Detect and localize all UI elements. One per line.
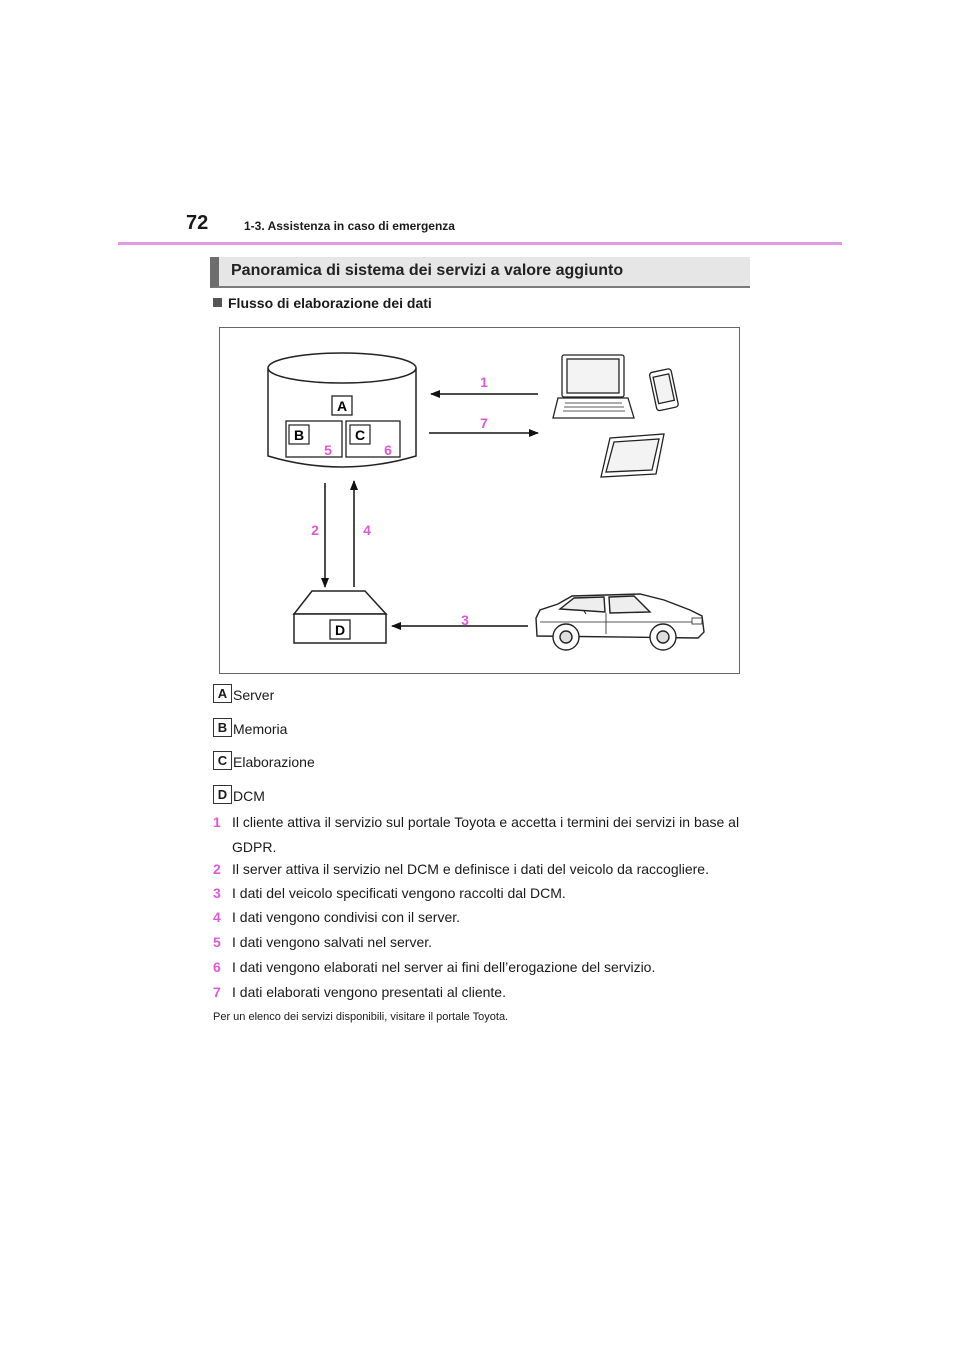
legend-text-b: Memoria: [233, 721, 288, 737]
step-3-label: 3: [461, 612, 469, 628]
subheading: Flusso di elaborazione dei dati: [213, 295, 432, 311]
step-text: Il server attiva il servizio nel DCM e d…: [232, 861, 709, 877]
step-6-label: 6: [384, 442, 392, 458]
data-flow-diagram: A B 5 C 6 1 7: [219, 327, 740, 674]
smartphone-icon: [649, 368, 679, 412]
legend-text-a: Server: [233, 687, 275, 703]
tablet-icon: [600, 433, 665, 478]
section-title: Panoramica di sistema dei servizi a valo…: [231, 262, 624, 279]
step-number: 2: [213, 861, 221, 877]
legend-letter-b: B: [213, 718, 232, 737]
page-number: 72: [186, 212, 209, 234]
footnote: Per un elenco dei servizi disponibili, v…: [213, 1011, 509, 1023]
legend-letter-c: C: [213, 751, 232, 770]
header-rule: [118, 242, 842, 245]
step-text: I dati elaborati vengono presentati al c…: [232, 984, 506, 1000]
section-reference: 1-3. Assistenza in caso di emergenza: [244, 219, 455, 233]
laptop-icon: [552, 354, 635, 419]
step-number: 7: [213, 984, 221, 1000]
box-c-label: C: [355, 427, 365, 443]
subheading-text: Flusso di elaborazione dei dati: [228, 295, 432, 311]
step-number: 4: [213, 909, 221, 925]
step-5-label: 5: [324, 442, 332, 458]
dcm-box-icon: [292, 590, 388, 644]
step-text: Il cliente attiva il servizio sul portal…: [232, 814, 740, 855]
step-number: 1: [213, 814, 221, 830]
step-4-label: 4: [363, 522, 371, 538]
step-number: 3: [213, 885, 221, 901]
box-d-label: D: [335, 622, 345, 638]
box-b-label: B: [294, 427, 304, 443]
step-text: I dati vengono condivisi con il server.: [232, 909, 461, 925]
section-title-bar: Panoramica di sistema dei servizi a valo…: [210, 257, 750, 288]
legend-letter-a: A: [213, 684, 232, 703]
square-bullet-icon: [213, 298, 222, 307]
suv-car-icon: [535, 593, 705, 651]
legend-text-d: DCM: [233, 788, 265, 804]
step-text: I dati vengono salvati nel server.: [232, 934, 433, 950]
box-a-label: A: [337, 398, 347, 414]
step-2-label: 2: [311, 522, 319, 538]
box-a: A: [331, 395, 353, 416]
box-b: B 5: [285, 420, 343, 458]
step-1-label: 1: [480, 374, 488, 390]
step-text: I dati vengono elaborati nel server ai f…: [232, 959, 656, 975]
box-c: C 6: [345, 420, 401, 458]
step-text: I dati del veicolo specificati vengono r…: [232, 885, 566, 901]
step-number: 6: [213, 959, 221, 975]
step-7-label: 7: [480, 415, 488, 431]
legend-letter-d: D: [213, 785, 232, 804]
step-number: 5: [213, 934, 221, 950]
legend-text-c: Elaborazione: [233, 754, 315, 770]
box-d: D: [329, 619, 351, 640]
